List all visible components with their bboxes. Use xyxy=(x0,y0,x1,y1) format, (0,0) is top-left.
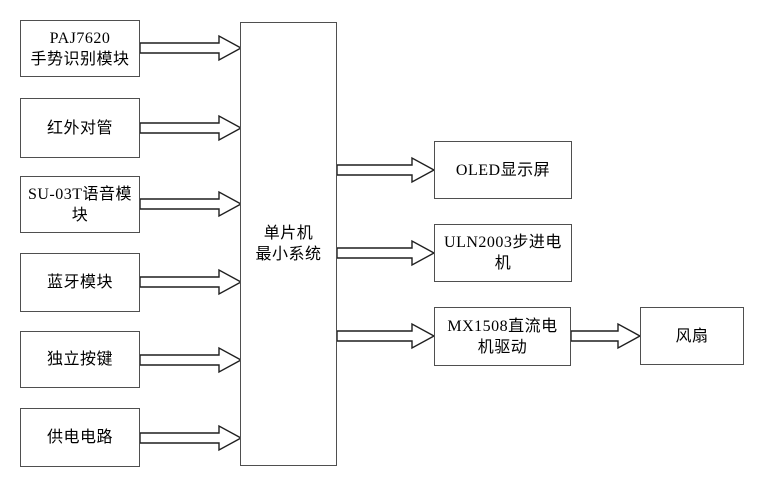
box-power-supply-circuit: 供电电路 xyxy=(20,408,140,467)
box-label-line: SU-03T语音模块 xyxy=(27,185,133,224)
arrow-paj7620-to-mcu xyxy=(139,34,243,62)
box-fan: 风扇 xyxy=(640,307,744,365)
box-label-line: 风扇 xyxy=(675,327,709,345)
arrow-mx1508-to-fan xyxy=(570,322,642,350)
box-label-line: 独立按键 xyxy=(46,351,113,368)
box-oled-display: OLED显示屏 xyxy=(434,141,572,199)
arrow-mcu-to-uln2003 xyxy=(336,239,436,267)
box-label-line: 手势识别模块 xyxy=(30,50,130,68)
box-label-line: ULN2003步进电机 xyxy=(444,234,562,272)
arrow-keys-to-mcu xyxy=(139,346,243,374)
box-label-line: 供电电路 xyxy=(46,429,113,446)
box-label-line: OLED显示屏 xyxy=(455,161,551,179)
box-label-line: MX1508直流电机驱动 xyxy=(447,317,558,356)
arrow-mcu-to-oled xyxy=(336,156,436,184)
box-label-line: 蓝牙模块 xyxy=(46,274,113,291)
box-paj7620-gesture-module: PAJ7620 手势识别模块 xyxy=(20,20,140,77)
box-infrared-pair: 红外对管 xyxy=(20,98,140,158)
box-label-line: 最小系统 xyxy=(255,246,322,263)
box-su03t-voice-module: SU-03T语音模块 xyxy=(20,176,140,233)
arrow-su03t-to-mcu xyxy=(139,190,243,218)
box-label-line: 红外对管 xyxy=(46,119,113,137)
box-label-line: PAJ7620 xyxy=(49,29,111,47)
arrow-bluetooth-to-mcu xyxy=(139,268,243,296)
box-label-line: 单片机 xyxy=(263,225,314,242)
box-independent-keys: 独立按键 xyxy=(20,331,140,388)
box-bluetooth-module: 蓝牙模块 xyxy=(20,253,140,312)
box-uln2003-stepper-motor: ULN2003步进电机 xyxy=(434,224,572,282)
box-mx1508-dc-motor-driver: MX1508直流电机驱动 xyxy=(434,307,571,366)
arrow-ir-to-mcu xyxy=(139,114,243,142)
arrow-power-to-mcu xyxy=(139,424,243,452)
arrow-mcu-to-mx1508 xyxy=(336,322,436,350)
box-mcu-minimal-system: 单片机 最小系统 xyxy=(240,22,337,466)
